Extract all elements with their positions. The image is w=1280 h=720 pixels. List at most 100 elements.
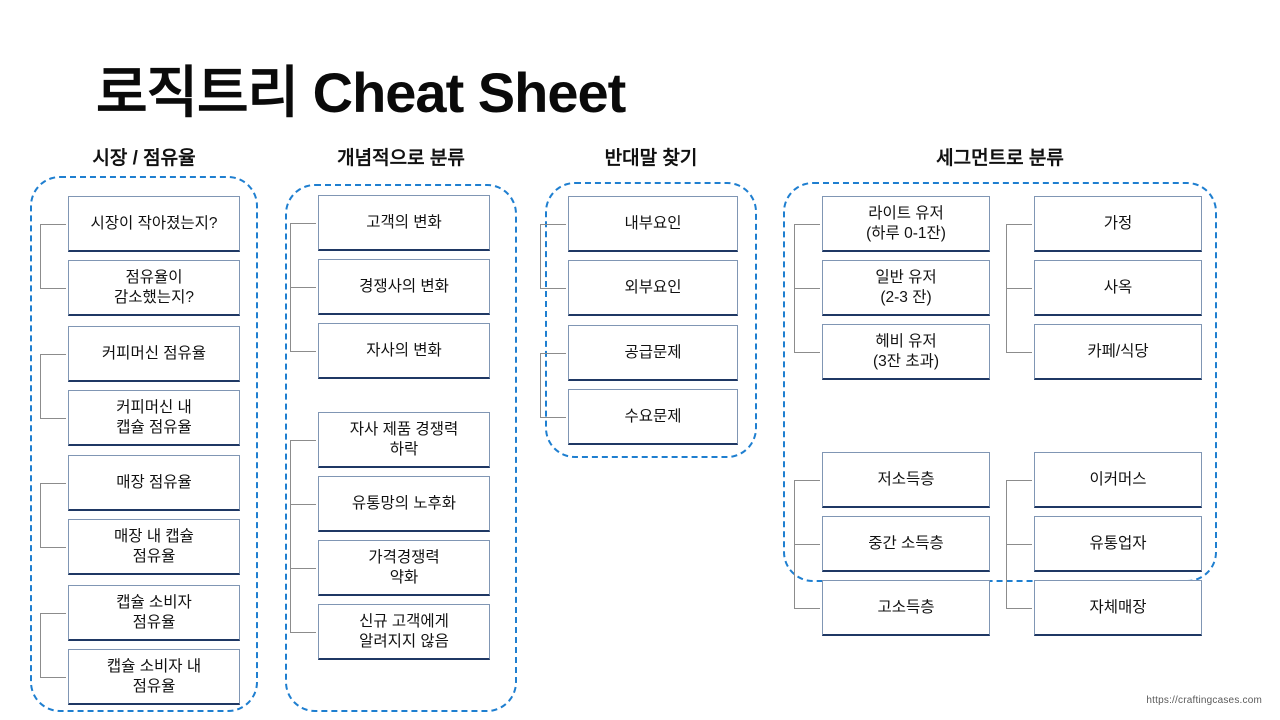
node-label: 헤비 유저(3잔 초과) [872, 333, 940, 370]
bracket-stub [40, 547, 66, 548]
node-box[interactable]: 가정 [1034, 196, 1202, 252]
node-label: 유통망의 노후화 [351, 494, 457, 512]
node-box[interactable]: 유통망의 노후화 [318, 476, 490, 532]
node-box[interactable]: 카페/식당 [1034, 324, 1202, 380]
bracket-connector [794, 480, 820, 609]
bracket-connector [540, 224, 566, 289]
bracket-stub [1006, 224, 1032, 225]
node-box[interactable]: 경쟁사의 변화 [318, 259, 490, 315]
node-box[interactable]: 라이트 유저(하루 0-1잔) [822, 196, 990, 252]
node-label: 이커머스 [1089, 470, 1147, 488]
bracket-spine [540, 224, 541, 288]
node-box[interactable]: 자사의 변화 [318, 323, 490, 379]
node-box[interactable]: 유통업자 [1034, 516, 1202, 572]
bracket-stub [794, 224, 820, 225]
bracket-stub [794, 480, 820, 481]
bracket-connector [40, 354, 66, 419]
node-box[interactable]: 시장이 작아졌는지? [68, 196, 240, 252]
dashed-container-market-share [30, 176, 258, 712]
bracket-connector [290, 223, 316, 352]
column-header-opposites: 반대말 찾기 [604, 148, 698, 169]
node-box[interactable]: 저소득층 [822, 452, 990, 508]
bracket-stub [40, 354, 66, 355]
node-box[interactable]: 매장 점유율 [68, 455, 240, 511]
node-label: 가정 [1103, 214, 1133, 232]
bracket-stub [40, 613, 66, 614]
column-market-share: 시장 / 점유율 [30, 0, 258, 720]
bracket-stub [40, 418, 66, 419]
node-box[interactable]: 사옥 [1034, 260, 1202, 316]
bracket-connector [1006, 480, 1032, 609]
bracket-stub [290, 504, 316, 505]
bracket-connector [290, 440, 316, 633]
bracket-stub [290, 440, 316, 441]
column-header-market-share: 시장 / 점유율 [92, 148, 196, 169]
bracket-spine [40, 354, 41, 418]
node-box[interactable]: 자체매장 [1034, 580, 1202, 636]
node-box[interactable]: 이커머스 [1034, 452, 1202, 508]
bracket-stub [540, 417, 566, 418]
column-segments: 세그먼트로 분류 [783, 0, 1217, 720]
node-label: 수요문제 [624, 407, 682, 425]
page-title: 로직트리 Cheat Sheet [96, 61, 626, 124]
node-label: 일반 유저(2-3 잔) [875, 269, 937, 306]
bracket-stub [1006, 480, 1032, 481]
node-label: 고객의 변화 [366, 213, 442, 231]
node-label: 내부요인 [624, 214, 682, 232]
node-box[interactable]: 일반 유저(2-3 잔) [822, 260, 990, 316]
node-box[interactable]: 고객의 변화 [318, 195, 490, 251]
node-box[interactable]: 공급문제 [568, 325, 738, 381]
dashed-container-conceptual [285, 184, 517, 712]
node-box[interactable]: 내부요인 [568, 196, 738, 252]
node-label: 자사의 변화 [366, 341, 442, 359]
column-header-segments: 세그먼트로 분류 [936, 148, 1064, 169]
bracket-connector [40, 483, 66, 548]
bracket-stub [1006, 608, 1032, 609]
bracket-stub [1006, 544, 1032, 545]
node-label: 유통업자 [1089, 534, 1147, 552]
node-label: 자체매장 [1089, 598, 1147, 616]
dashed-container-segments [783, 182, 1217, 582]
node-label: 외부요인 [624, 278, 682, 296]
node-box[interactable]: 외부요인 [568, 260, 738, 316]
node-label: 라이트 유저(하루 0-1잔) [866, 205, 946, 242]
bracket-stub [40, 224, 66, 225]
bracket-stub [290, 223, 316, 224]
bracket-spine [540, 353, 541, 417]
bracket-connector [40, 613, 66, 678]
node-label: 고소득층 [877, 598, 935, 616]
column-conceptual: 개념적으로 분류 [285, 0, 517, 720]
node-box[interactable]: 헤비 유저(3잔 초과) [822, 324, 990, 380]
bracket-stub [794, 544, 820, 545]
bracket-stub [794, 288, 820, 289]
node-label: 커피머신 점유율 [101, 344, 207, 362]
bracket-stub [290, 632, 316, 633]
node-box[interactable]: 수요문제 [568, 389, 738, 445]
bracket-spine [40, 613, 41, 677]
bracket-connector [540, 353, 566, 418]
column-opposites: 반대말 찾기 [545, 0, 757, 720]
bracket-stub [794, 352, 820, 353]
node-box[interactable]: 중간 소득층 [822, 516, 990, 572]
bracket-spine [40, 483, 41, 547]
bracket-stub [794, 608, 820, 609]
node-box[interactable]: 고소득층 [822, 580, 990, 636]
bracket-connector [794, 224, 820, 353]
node-box[interactable]: 커피머신 점유율 [68, 326, 240, 382]
node-label: 매장 점유율 [116, 473, 192, 491]
